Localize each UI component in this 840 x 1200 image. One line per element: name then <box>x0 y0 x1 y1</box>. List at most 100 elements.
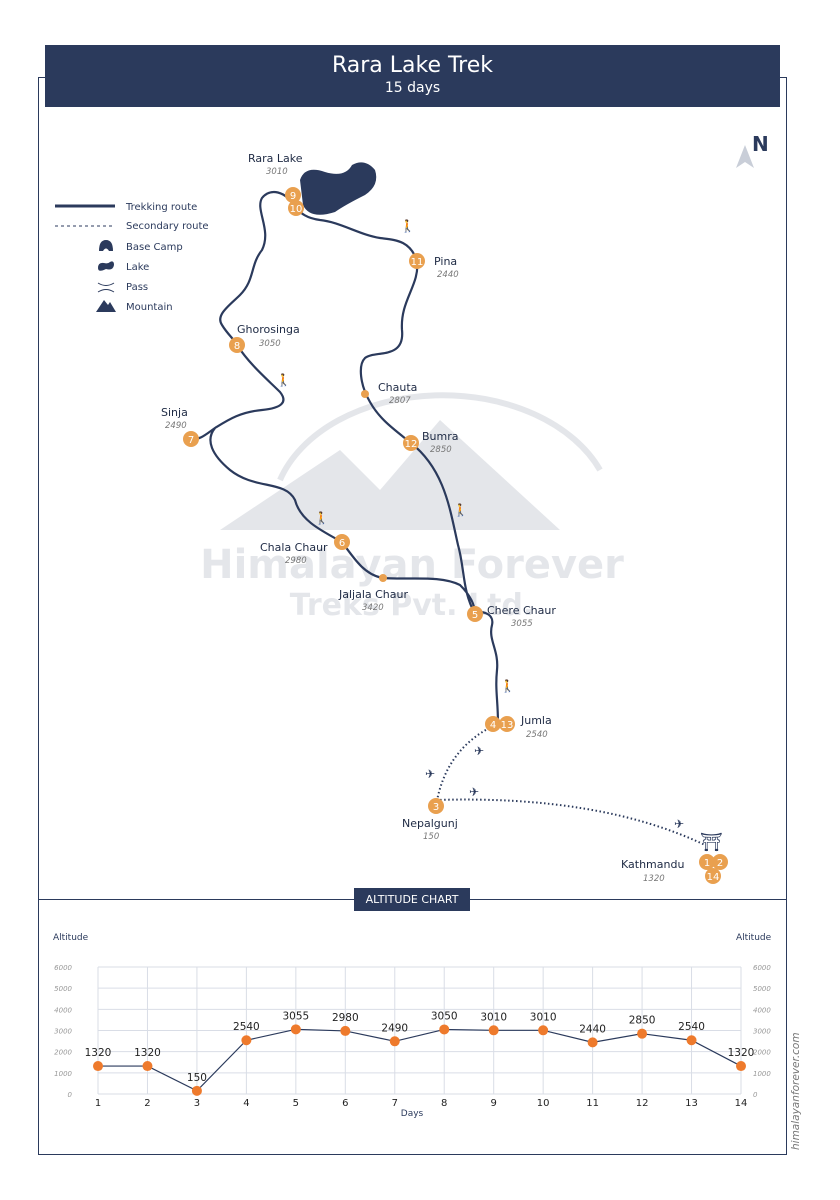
y-tick-label-right: 5000 <box>753 985 771 993</box>
altitude-data-label: 3055 <box>282 1010 309 1022</box>
place-name: Kathmandu <box>621 858 684 871</box>
y-tick-label-right: 3000 <box>753 1028 771 1036</box>
altitude-data-label: 3010 <box>530 1011 557 1023</box>
day-marker: 1 <box>699 854 715 870</box>
altitude-point <box>340 1025 351 1036</box>
altitude-point <box>686 1035 697 1046</box>
altitude-point <box>389 1036 400 1047</box>
watermark-line2: Treks Pvt. Ltd. <box>290 588 535 623</box>
y-tick-label-right: 1000 <box>753 1070 771 1078</box>
y-tick-label-left: 5000 <box>54 985 72 993</box>
place-name: Rara Lake <box>248 152 303 165</box>
day-marker: 6 <box>334 534 350 550</box>
altitude-data-label: 3010 <box>480 1011 507 1023</box>
place-elevation: 1320 <box>643 874 665 884</box>
place-name: Chala Chaur <box>260 541 328 554</box>
place-elevation: 2980 <box>285 556 307 566</box>
altitude-chart-title: ALTITUDE CHART <box>354 888 470 911</box>
watermark-line1: Himalayan Forever <box>200 542 624 588</box>
altitude-data-label: 2540 <box>233 1021 260 1033</box>
altitude-data-label: 2490 <box>381 1022 408 1034</box>
trekker-icon: 🚶 <box>500 679 515 693</box>
base-camp-icon <box>99 240 113 251</box>
place-name: Jaljala Chaur <box>338 588 408 601</box>
altitude-point <box>736 1061 746 1072</box>
altitude-point <box>142 1061 153 1072</box>
place-elevation: 2490 <box>165 421 187 431</box>
trekker-icon: 🚶 <box>314 511 329 525</box>
place-name: Nepalgunj <box>402 817 458 830</box>
north-arrow-icon <box>736 145 754 168</box>
altitude-point <box>241 1035 252 1046</box>
svg-text:5: 5 <box>472 610 478 621</box>
altitude-point <box>191 1085 202 1096</box>
secondary-route-nepalgunj-kathmandu <box>435 798 706 846</box>
y-tick-label-left: 6000 <box>54 964 72 972</box>
y-axis-label-left: Altitude <box>53 933 89 943</box>
altitude-data-label: 2540 <box>678 1021 705 1033</box>
x-axis-label: Days <box>401 1109 424 1119</box>
altitude-data-label: 150 <box>187 1072 207 1084</box>
waypoint-jaljala-chaur <box>379 574 387 582</box>
x-tick-label: 13 <box>685 1098 698 1109</box>
y-tick-label-right: 2000 <box>753 1049 771 1057</box>
y-tick-label-left: 2000 <box>54 1049 72 1057</box>
altitude-point <box>93 1061 103 1072</box>
plane-icon: ✈ <box>674 817 684 831</box>
day-marker: 8 <box>229 337 245 353</box>
x-tick-label: 5 <box>293 1098 299 1109</box>
place-name: Bumra <box>422 430 459 443</box>
day-marker: 10 <box>288 200 304 216</box>
day-marker: 9 <box>285 187 301 203</box>
x-tick-label: 11 <box>586 1098 599 1109</box>
legend-trekking-route: Trekking route <box>125 202 197 213</box>
x-tick-label: 6 <box>342 1098 348 1109</box>
x-tick-label: 3 <box>194 1098 200 1109</box>
day-marker: 13 <box>499 716 515 732</box>
altitude-point <box>637 1028 648 1039</box>
compass: N <box>736 132 769 168</box>
altitude-point <box>587 1037 598 1048</box>
place-name: Pina <box>434 255 457 268</box>
place-elevation: 3420 <box>362 603 384 613</box>
legend-secondary-route: Secondary route <box>126 221 209 232</box>
day-marker: 3 <box>428 798 444 814</box>
svg-text:1: 1 <box>704 858 710 869</box>
x-tick-label: 9 <box>491 1098 497 1109</box>
place-elevation: 3050 <box>259 339 281 349</box>
temple-icon: ⛩ <box>700 832 723 853</box>
svg-text:3: 3 <box>433 802 439 813</box>
legend-pass: Pass <box>126 282 148 293</box>
place-name: Jumla <box>520 714 552 727</box>
x-tick-label: 7 <box>392 1098 398 1109</box>
day-marker: 11 <box>409 253 425 269</box>
svg-text:10: 10 <box>290 204 303 215</box>
day-marker: 14 <box>705 868 721 884</box>
page-subtitle: 15 days <box>384 80 441 96</box>
x-tick-label: 14 <box>735 1098 748 1109</box>
legend-base-camp: Base Camp <box>126 242 183 253</box>
svg-text:12: 12 <box>405 439 418 450</box>
day-marker: 12 <box>403 435 419 451</box>
y-tick-label-right: 6000 <box>753 964 771 972</box>
altitude-line <box>98 1028 742 1092</box>
day-marker: 2 <box>712 854 728 870</box>
legend: Trekking route Secondary route Base Camp… <box>55 202 209 313</box>
altitude-point <box>439 1024 450 1035</box>
day-marker: 7 <box>183 431 199 447</box>
trekker-icon: 🚶 <box>453 503 468 517</box>
altitude-data-label: 2980 <box>332 1012 359 1024</box>
place-elevation: 2850 <box>430 445 452 455</box>
plane-icon: ✈ <box>469 785 479 799</box>
altitude-data-label: 2850 <box>629 1015 656 1027</box>
x-tick-label: 8 <box>441 1098 447 1109</box>
place-elevation: 2807 <box>389 396 411 406</box>
altitude-data-label: 1320 <box>728 1047 755 1059</box>
x-tick-label: 1 <box>95 1098 101 1109</box>
y-tick-label-left: 3000 <box>54 1028 72 1036</box>
map: Himalayan Forever Treks Pvt. Ltd. N Trek… <box>55 132 769 884</box>
y-tick-label-right: 4000 <box>753 1006 771 1014</box>
x-tick-label: 12 <box>636 1098 649 1109</box>
